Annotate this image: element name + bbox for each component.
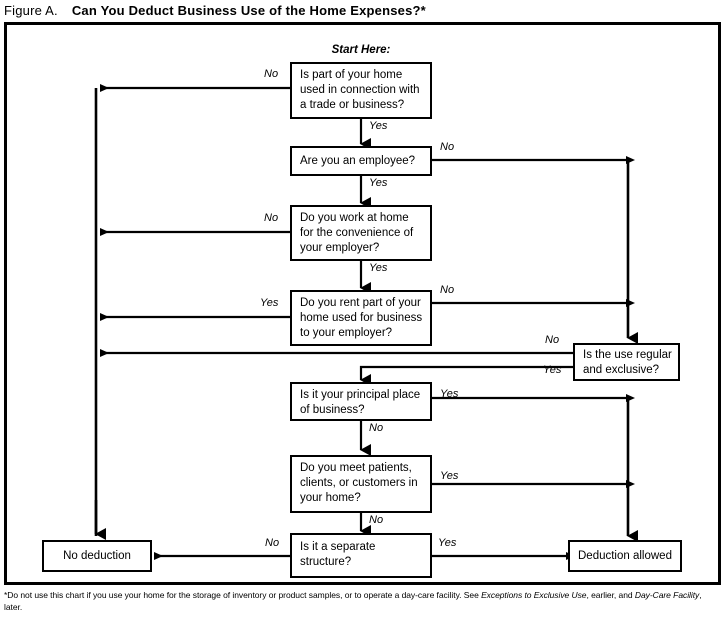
edge-label-q5-yes: Yes [543,364,562,376]
edge-label-q1-yes: Yes [369,120,388,132]
edge-label-q4-yes: Yes [260,297,279,309]
node-outcome-no-deduction: No deduction [42,540,152,572]
edge-label-q5-no: No [545,334,560,346]
footnote: *Do not use this chart if you use your h… [4,590,721,613]
edge-label-q8-no: No [265,537,280,549]
node-q3-convenience-of-employer: Do you work at home for the convenience … [290,205,432,261]
figure-title: Can You Deduct Business Use of the Home … [71,3,426,18]
footnote-part1: Do not use this chart if you use your ho… [7,590,482,600]
footnote-part2: , earlier, and [586,590,635,600]
edge-label-q2-no: No [440,141,455,153]
footnote-em2: Day-Care Facility [634,590,700,600]
node-q5-regular-exclusive: Is the use regular and exclusive? [573,343,680,381]
edge-label-q2-yes: Yes [369,177,388,189]
edge-label-q1-no: No [264,68,279,80]
edge-label-q6-no: No [369,422,384,434]
node-q1-home-trade-business: Is part of your home used in connection … [290,62,432,119]
edge-label-q8-yes: Yes [438,537,457,549]
page-title: Figure A. Can You Deduct Business Use of … [4,2,721,20]
edge-label-q6-yes: Yes [440,388,459,400]
figure-label: Figure A. [4,3,58,18]
edge-label-q4-no: No [440,284,455,296]
node-q7-meet-patients-clients-customers: Do you meet patients, clients, or custom… [290,455,432,513]
edge-label-q3-no: No [264,212,279,224]
start-here-label: Start Here: [331,44,391,56]
node-q4-rent-to-employer: Do you rent part of your home used for b… [290,290,432,346]
node-q2-employee: Are you an employee? [290,146,432,176]
node-q8-separate-structure: Is it a separate structure? [290,533,432,578]
edge-label-q7-yes: Yes [440,470,459,482]
footnote-marker: * [4,590,8,600]
node-q6-principal-place-of-business: Is it your principal place of business? [290,382,432,421]
edge-label-q3-yes: Yes [369,262,388,274]
footnote-part3: , later. [4,590,702,612]
edge-label-q7-no: No [369,514,384,526]
footnote-em1: Exceptions to Exclusive Use [481,590,587,600]
node-outcome-deduction-allowed: Deduction allowed [568,540,682,572]
